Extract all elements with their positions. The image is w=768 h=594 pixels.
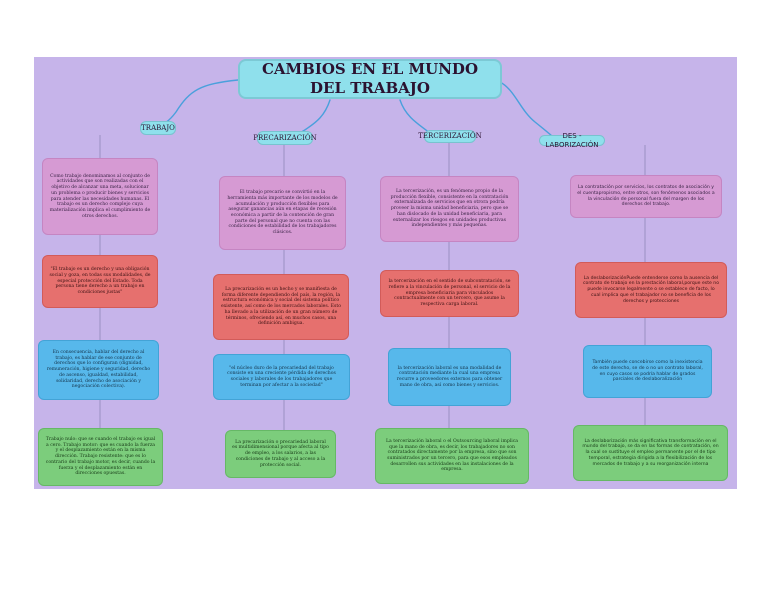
deslaborizacion-absence-box: La deslaborizaciónPuede entenderse como … <box>575 262 727 318</box>
heading-deslaborizacion: DES - LABORIZACIÓN <box>539 132 605 149</box>
precarizacion-manifestation-box: La precarización es un hecho y se manifi… <box>213 274 349 340</box>
tercerizacion-subcontracting-box: la tercerización en el sentido de subcon… <box>380 270 519 317</box>
heading-precarizacion: PRECARIZACIÓN <box>253 131 317 145</box>
tercerizacion-outsourcing-box: La tercerización laboral o el Outsourcin… <box>375 428 529 484</box>
deslaborizacion-definition-box: La contratación por servicios, los contr… <box>570 175 722 218</box>
heading-tercerizacion: TERCERIZACIÓN <box>418 130 482 143</box>
deslaborizacion-inexistence-box: También puede concebirse como la inexist… <box>583 345 712 398</box>
trabajo-quote-box: "El trabajo es un derecho y una obligaci… <box>42 255 158 308</box>
precarizacion-definition-box: El trabajo precario se convirtió en la h… <box>219 176 346 250</box>
heading-trabajo: TRABAJO <box>140 121 176 135</box>
precarizacion-dimensions-box: La precarización o precariedad laboral e… <box>225 430 336 478</box>
precarizacion-quote-box: "el núcleo duro de la precariedad del tr… <box>213 354 350 400</box>
trabajo-definition-box: Como trabajo denominamos al conjunto de … <box>42 158 158 235</box>
deslaborizacion-transformation-box: La deslaborización más significativa tra… <box>573 425 728 481</box>
trabajo-types-box: Trabajo nulo: que se cuando el trabajo e… <box>38 428 163 486</box>
tercerizacion-definition-box: La tercerización, es un fenómeno propio … <box>380 176 519 242</box>
tercerizacion-modality-box: la tercerización laboral es una modalida… <box>388 348 511 406</box>
map-title: CAMBIOS EN EL MUNDO DEL TRABAJO <box>238 59 502 99</box>
trabajo-rights-box: En consecuencia, hablar del derecho al t… <box>38 340 159 400</box>
